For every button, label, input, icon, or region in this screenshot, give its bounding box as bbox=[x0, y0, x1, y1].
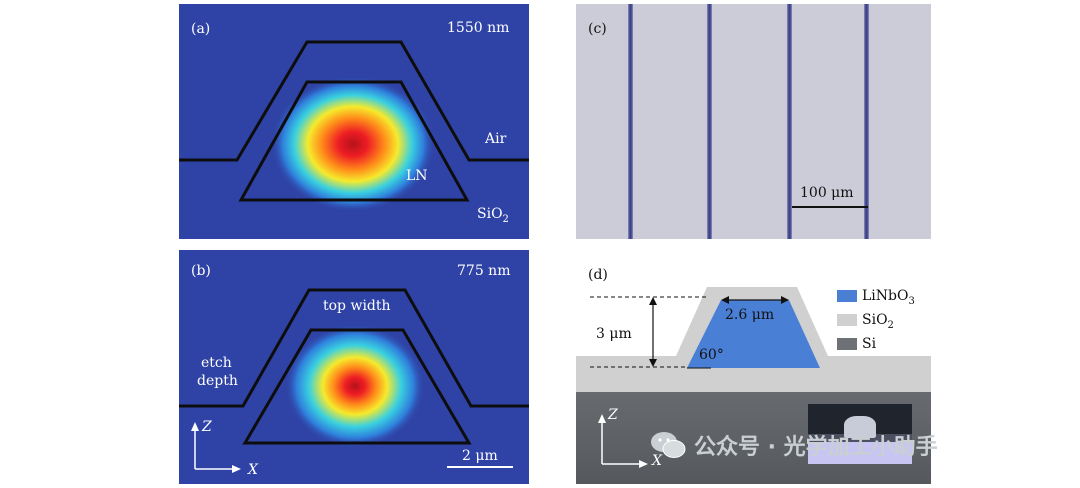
legend-swatch-sio2 bbox=[837, 314, 857, 326]
scale-label: 100 μm bbox=[800, 185, 854, 201]
panel-label-a: (a) bbox=[191, 21, 211, 37]
legend-label-linbo3: LiNbO3 bbox=[862, 288, 915, 307]
axis-arrows bbox=[598, 414, 648, 468]
mode-profile-1550nm-figure bbox=[179, 40, 529, 212]
ln-ridge-outline bbox=[242, 328, 472, 445]
sio2-label: SiO2 bbox=[477, 206, 509, 225]
width-label: 2.6 μm bbox=[725, 307, 775, 323]
ln-label: LN bbox=[406, 168, 428, 184]
panel-label-b: (b) bbox=[191, 263, 211, 279]
wavelength-label: 1550 nm bbox=[447, 20, 510, 36]
panel-label-c: (c) bbox=[588, 21, 607, 37]
cladding-outline bbox=[179, 288, 529, 408]
mode-field-775 bbox=[285, 324, 425, 448]
top-width-label: top width bbox=[323, 298, 391, 314]
height-label: 3 μm bbox=[596, 326, 632, 342]
etch-label: etch bbox=[201, 355, 232, 371]
angle-label: 60° bbox=[699, 347, 724, 363]
wechat-icon bbox=[651, 432, 686, 458]
waveguide-stripe bbox=[707, 4, 712, 239]
ln-ridge-outline bbox=[238, 80, 470, 202]
waveguide-stripe bbox=[864, 4, 869, 239]
mode-profile-775nm-panel: (b) 775 nm top width etch depth Z X 2 μm bbox=[179, 250, 529, 484]
watermark: 公众号 · 光学加工小助手 bbox=[650, 425, 938, 465]
legend-swatch-linbo3 bbox=[837, 290, 857, 302]
air-label: Air bbox=[485, 131, 507, 147]
axis-z-label: Z bbox=[608, 407, 618, 423]
mode-field-1550 bbox=[271, 76, 435, 212]
mode-profile-775nm-figure bbox=[179, 288, 529, 473]
depth-label: depth bbox=[197, 373, 238, 389]
scale-label: 2 μm bbox=[462, 448, 498, 464]
legend-label-sio2: SiO2 bbox=[862, 312, 894, 331]
cladding-outline bbox=[179, 40, 529, 162]
cross-section-schematic bbox=[576, 287, 931, 392]
legend-label-si: Si bbox=[862, 336, 877, 352]
axis-x-label: X bbox=[652, 453, 662, 469]
scale-bar bbox=[792, 206, 868, 208]
waveguide-stripe bbox=[628, 4, 633, 239]
axis-z-label: Z bbox=[202, 419, 212, 435]
waveguide-stripe bbox=[787, 4, 792, 239]
linbo3-ridge bbox=[687, 300, 820, 368]
wavelength-label: 775 nm bbox=[457, 263, 511, 279]
sem-inset bbox=[808, 404, 912, 464]
mode-profile-1550nm-panel: (a) 1550 nm Air LN SiO2 bbox=[179, 4, 529, 239]
legend-swatch-si bbox=[837, 338, 857, 350]
panel-label-d: (d) bbox=[588, 267, 608, 283]
axis-arrows bbox=[191, 422, 241, 473]
microscope-image-panel: (c) 100 μm bbox=[576, 4, 931, 239]
watermark-text: 公众号 · 光学加工小助手 bbox=[694, 435, 938, 460]
axis-x-label: X bbox=[248, 462, 258, 478]
cross-section-panel: (d) 3 μm 2.6 μm 60° LiNbO3 SiO2 Si Z X bbox=[576, 250, 931, 484]
